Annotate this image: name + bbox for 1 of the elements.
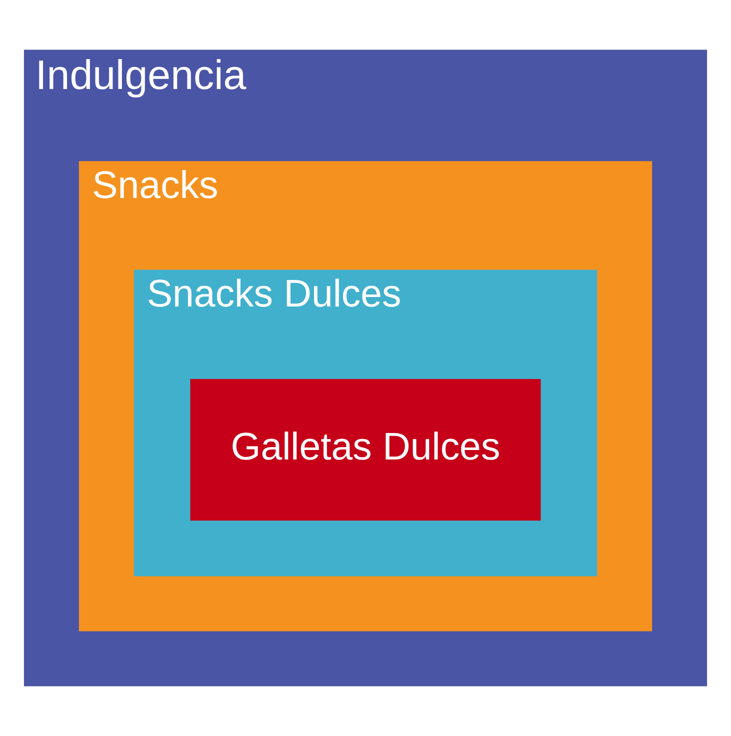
node-box: Galletas Dulces xyxy=(190,379,541,521)
